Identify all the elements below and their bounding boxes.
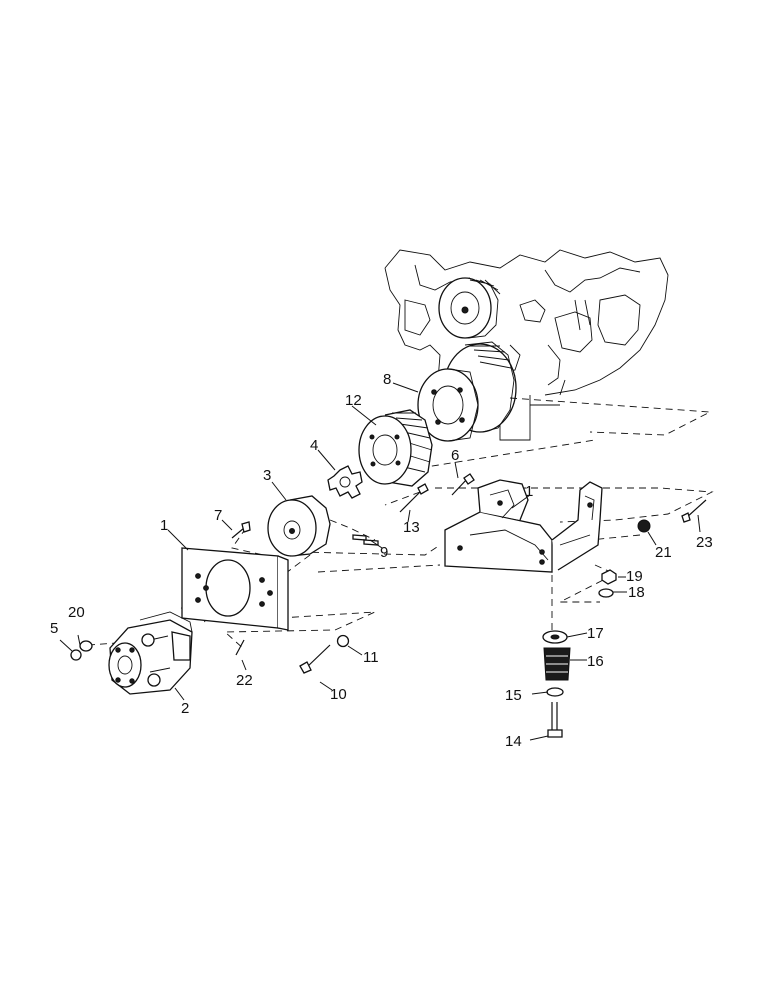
part-1-mounting-plate: [181, 547, 289, 631]
callout-22: 22: [236, 672, 253, 689]
callout-16: 16: [587, 653, 604, 670]
callout-19: 19: [626, 568, 643, 585]
callout-9: 9: [380, 544, 388, 561]
callout-12: 12: [345, 392, 362, 409]
callout-7: 7: [214, 507, 222, 524]
callout-18: 18: [628, 584, 645, 601]
callout-23: 23: [696, 534, 713, 551]
leader-lines: [59, 382, 701, 741]
part-12-pulley: [358, 409, 433, 487]
callout-4: 4: [310, 437, 318, 454]
callout-labels: 8 12 4 6 3 1 7 13 1 23 21 9 19 18 20 5 1…: [50, 371, 713, 750]
callout-21: 21: [655, 544, 672, 561]
callout-1-bracket: 1: [525, 483, 533, 500]
part-3-hub: [267, 495, 331, 557]
part-8-flange: [417, 368, 479, 442]
part-1-engine-bracket: [444, 479, 603, 573]
callout-15: 15: [505, 687, 522, 704]
callout-5: 5: [50, 620, 58, 637]
callout-3: 3: [263, 467, 271, 484]
part-4-spider: [327, 465, 363, 499]
callout-2: 2: [181, 700, 189, 717]
callout-13: 13: [403, 519, 420, 536]
callout-8: 8: [383, 371, 391, 388]
callout-20: 20: [68, 604, 85, 621]
callout-1-plate: 1: [160, 517, 168, 534]
callout-17: 17: [587, 625, 604, 642]
part-2-pump: [108, 611, 193, 695]
callout-14: 14: [505, 733, 522, 750]
callout-6: 6: [451, 447, 459, 464]
callout-11: 11: [363, 649, 379, 666]
hardware: [70, 473, 707, 738]
callout-10: 10: [330, 686, 347, 703]
